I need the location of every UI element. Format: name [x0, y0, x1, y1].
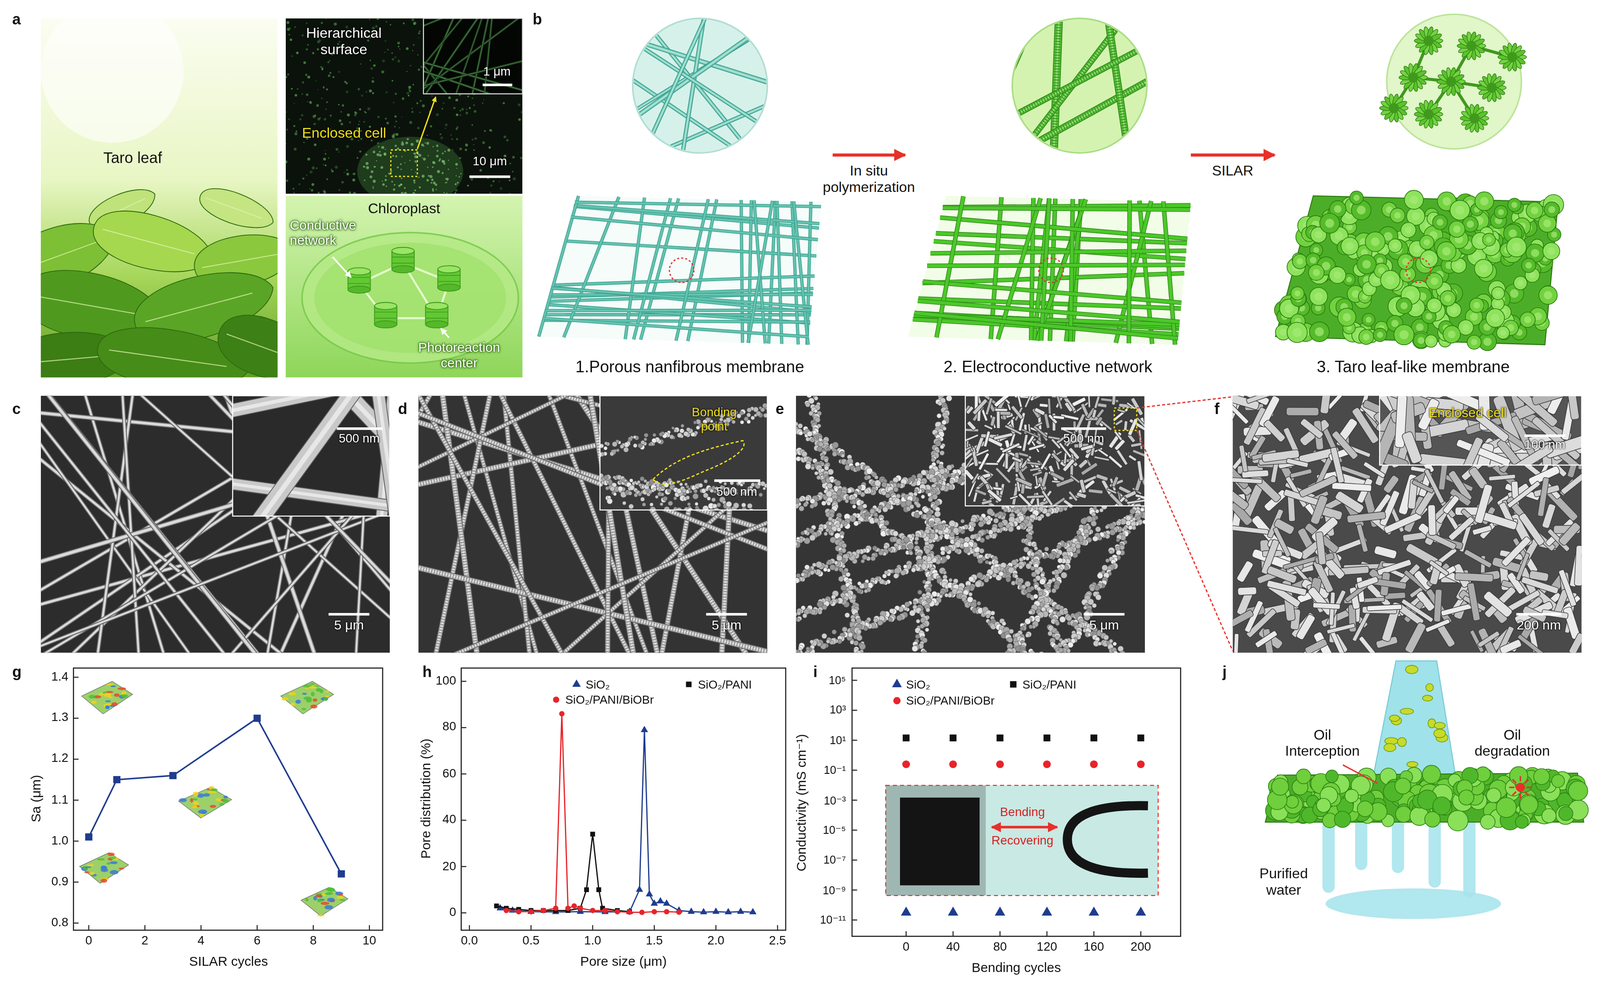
figure: 1.Porous nanfibrous membrane2. Electroco…	[0, 0, 1600, 996]
